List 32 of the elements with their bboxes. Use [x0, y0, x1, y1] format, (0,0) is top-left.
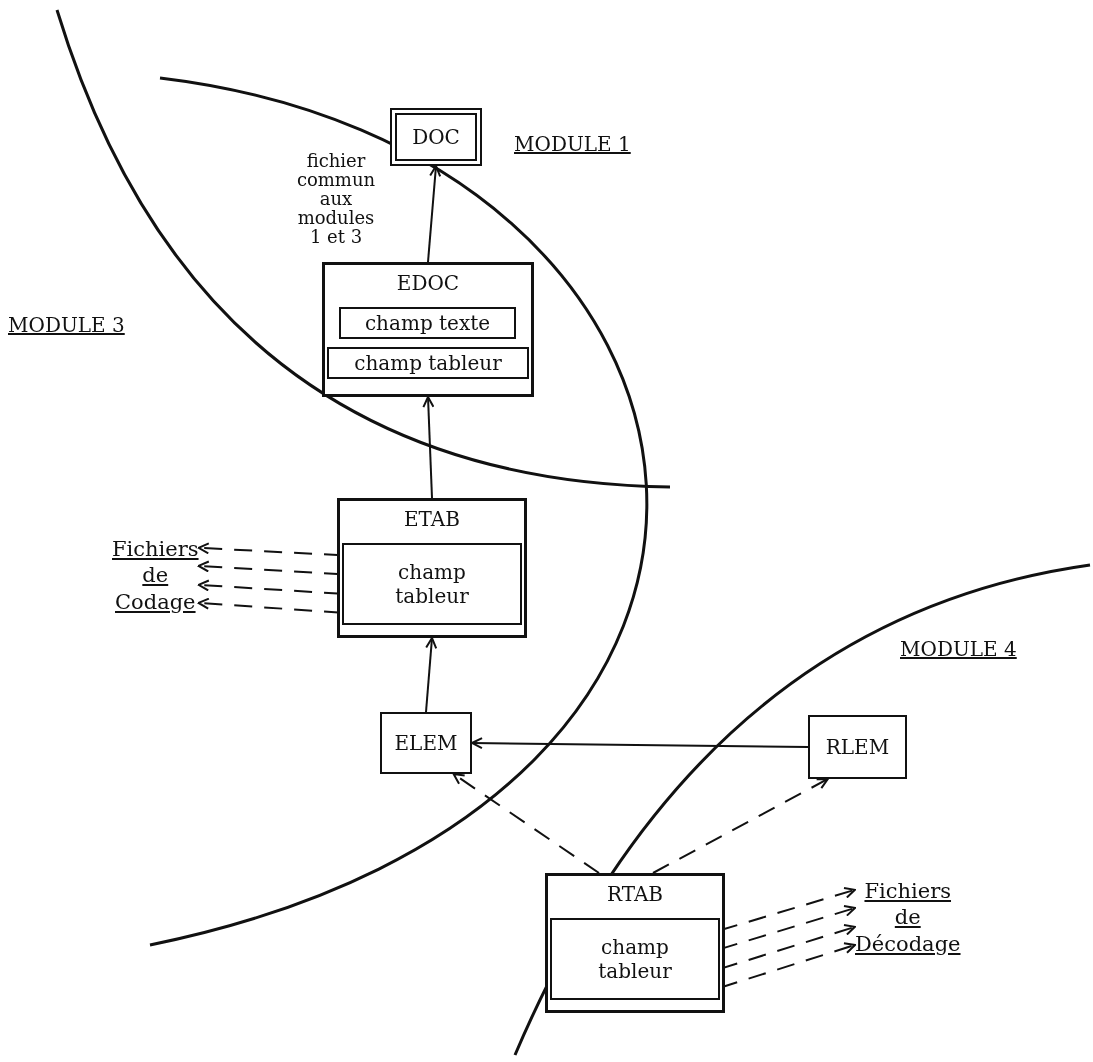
box-label: DOC [412, 125, 460, 149]
box-label: champ tableur [394, 560, 470, 608]
record-box [322, 262, 534, 397]
record-box [390, 108, 482, 166]
arrow [427, 165, 442, 263]
box-label: champ texte [364, 311, 491, 335]
field-box [339, 307, 516, 339]
note-text: fichier commun aux modules 1 et 3 [296, 152, 376, 247]
module-label: MODULE 4 [900, 637, 1017, 661]
arrow [422, 396, 435, 499]
arrow [452, 773, 600, 874]
file-group-label: Fichiers de Décodage [855, 878, 961, 957]
box-label: champ tableur [354, 351, 502, 375]
field-box [550, 918, 720, 1000]
file-group-label: Fichiers de Codage [112, 536, 199, 615]
box-label: EDOC [396, 271, 460, 295]
box-label: ETAB [404, 507, 460, 531]
arrow [471, 737, 809, 750]
record-box [545, 873, 725, 1013]
record-box [808, 715, 907, 779]
box-label: RLEM [824, 735, 891, 759]
record-box [380, 712, 472, 774]
module-label: MODULE 3 [8, 313, 125, 337]
box-label: champ tableur [597, 935, 673, 983]
record-box [337, 498, 527, 638]
arrow [425, 637, 438, 713]
box-label: ELEM [393, 731, 459, 755]
field-box [342, 543, 522, 625]
arrow [652, 778, 829, 874]
field-box [327, 347, 529, 379]
module-label: MODULE 1 [514, 132, 631, 156]
box-label: RTAB [606, 882, 664, 906]
